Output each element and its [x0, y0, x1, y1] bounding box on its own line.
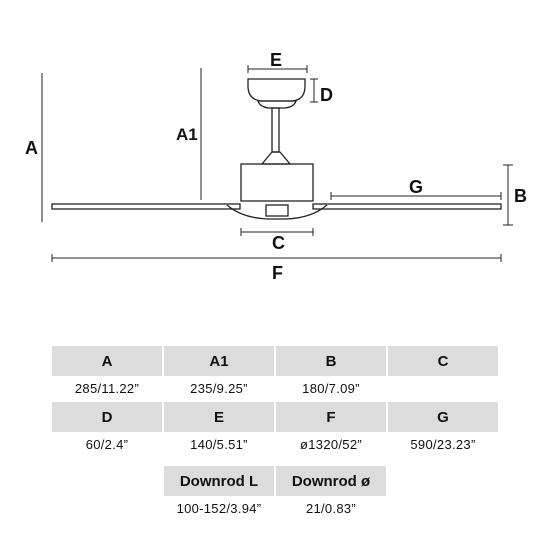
header-g: G — [388, 402, 498, 432]
left-blade — [51, 203, 241, 210]
value-g: 590/23.23” — [410, 436, 476, 452]
header-downrod-length: Downrod L — [164, 466, 274, 496]
spec-table-row-1: A A1 B C 285/11.22” 235/9.25” 180/7.09” — [52, 346, 498, 400]
value-e: 140/5.51” — [190, 436, 248, 452]
label-e: E — [270, 50, 282, 70]
label-f: F — [272, 263, 283, 283]
value-downrod-length: 100-152/3.94” — [176, 500, 262, 516]
spec-table-row-3: Downrod L Downrod ø 100-152/3.94” 21/0.8… — [164, 466, 386, 520]
value-d: 60/2.4” — [85, 436, 129, 452]
blade-hub — [226, 204, 328, 220]
header-e: E — [164, 402, 274, 432]
spec-table-row-2: D E F G 60/2.4” 140/5.51” ø1320/52” 590/… — [52, 402, 498, 456]
value-f: ø1320/52” — [300, 436, 362, 452]
header-a1: A1 — [164, 346, 274, 376]
motor-collar — [260, 151, 292, 165]
header-f: F — [276, 402, 386, 432]
canopy — [247, 78, 306, 102]
header-downrod-diameter: Downrod ø — [276, 466, 386, 496]
canopy-neck — [257, 100, 297, 109]
value-downrod-diameter: 21/0.83” — [305, 500, 357, 516]
header-d: D — [52, 402, 162, 432]
label-g: G — [409, 177, 423, 197]
value-a: 285/11.22” — [74, 380, 140, 396]
label-b: B — [514, 186, 527, 206]
value-a1: 235/9.25” — [190, 380, 248, 396]
header-c: C — [388, 346, 498, 376]
downrod — [271, 107, 280, 153]
motor-housing — [240, 163, 314, 202]
label-a: A — [25, 138, 38, 158]
fan-dimension-drawing: A A1 B C D E F G — [25, 50, 527, 283]
label-c: C — [272, 233, 285, 253]
label-a1: A1 — [176, 125, 198, 144]
label-d: D — [320, 85, 333, 105]
hub-light — [265, 204, 289, 217]
header-a: A — [52, 346, 162, 376]
header-b: B — [276, 346, 386, 376]
right-blade — [312, 203, 502, 210]
value-c — [388, 376, 498, 400]
value-b: 180/7.09” — [302, 380, 360, 396]
